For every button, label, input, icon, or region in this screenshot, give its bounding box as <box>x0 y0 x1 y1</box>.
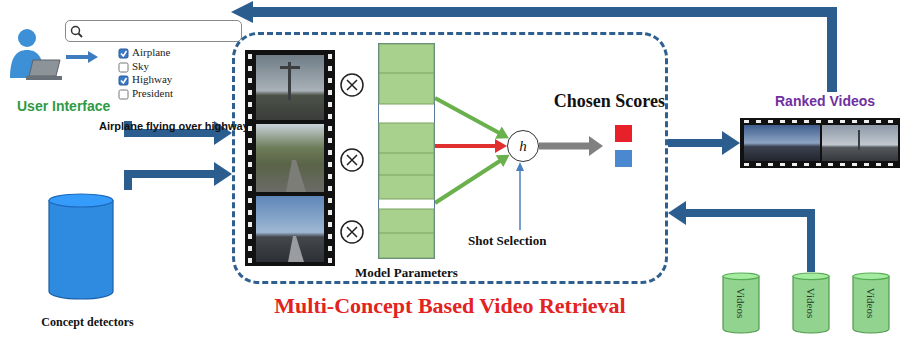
cylinder-box <box>48 193 114 300</box>
arrow-head <box>668 201 686 225</box>
video-cylinder: Videos <box>852 272 890 334</box>
parameter-column: Model Parameters <box>378 43 435 259</box>
user-icon <box>10 29 62 80</box>
node-text: Chosen Scores <box>554 91 665 112</box>
dashed-region: Multi-Concept Based Video RetrievalModel… <box>232 32 668 284</box>
arrow-head <box>214 162 232 186</box>
node-text: Airplane flying over highway <box>99 120 249 132</box>
label-text: Sky <box>132 60 149 72</box>
database-cylinder: Concept detectors <box>30 190 145 335</box>
label-text: President <box>132 87 173 99</box>
checkboxes <box>119 49 128 99</box>
node-text: Concept detectors <box>30 315 145 330</box>
arrow-head <box>495 139 507 153</box>
node-text: h <box>519 138 527 155</box>
scores-block: Chosen Scores <box>603 91 668 169</box>
score-square <box>615 150 632 167</box>
function-circle: h <box>507 130 539 162</box>
label-text: Highway <box>132 73 172 85</box>
video-cylinder: Videos <box>722 272 760 334</box>
connector-arrow <box>128 162 232 190</box>
connector-line <box>246 12 832 92</box>
ranked-videos: Ranked Videos <box>740 92 900 170</box>
arrow-head <box>722 131 740 155</box>
node-text: Videos <box>735 288 747 319</box>
connector-line <box>539 143 593 150</box>
connector-line <box>681 213 811 272</box>
arrow-head <box>589 136 603 156</box>
film-strip <box>245 50 335 266</box>
arrow-head <box>495 126 509 138</box>
connector-line <box>128 174 219 190</box>
connector-arrow <box>435 139 507 153</box>
connector-arrow <box>539 136 603 156</box>
label-text: Airplane <box>132 46 170 58</box>
node-text: Multi-Concept Based Video Retrieval <box>235 293 665 319</box>
score-square <box>615 125 632 142</box>
arrow-head <box>496 155 510 167</box>
ui-group: User InterfaceAirplane flying over highw… <box>3 3 231 121</box>
ranked-film-strip <box>740 118 900 168</box>
node-text: Videos <box>805 288 817 319</box>
shot-selection-arrow <box>516 162 524 230</box>
connector-arrow <box>435 155 510 203</box>
connector-line <box>435 98 502 134</box>
user-arrow <box>66 51 98 63</box>
connector-arrow <box>231 1 832 92</box>
connector-arrow <box>668 201 811 272</box>
cylinder-shape <box>48 193 114 300</box>
node-text: Model Parameters <box>355 265 458 281</box>
node-text: Videos <box>865 288 877 319</box>
search-box: Airplane flying over highway <box>65 20 242 42</box>
label-text: Shot Selection <box>468 233 546 249</box>
connector-arrow <box>668 131 740 155</box>
multiply-symbols <box>341 74 363 243</box>
magnifier-icon <box>70 25 83 38</box>
parameter-bands <box>378 43 435 259</box>
node-text: User Interface <box>17 98 110 114</box>
connector-line <box>435 159 503 203</box>
node-text: Ranked Videos <box>775 93 875 109</box>
connector-arrow <box>435 98 509 139</box>
video-cylinder: Videos <box>792 272 830 334</box>
connector-line <box>435 144 499 148</box>
connector-line <box>668 139 727 147</box>
